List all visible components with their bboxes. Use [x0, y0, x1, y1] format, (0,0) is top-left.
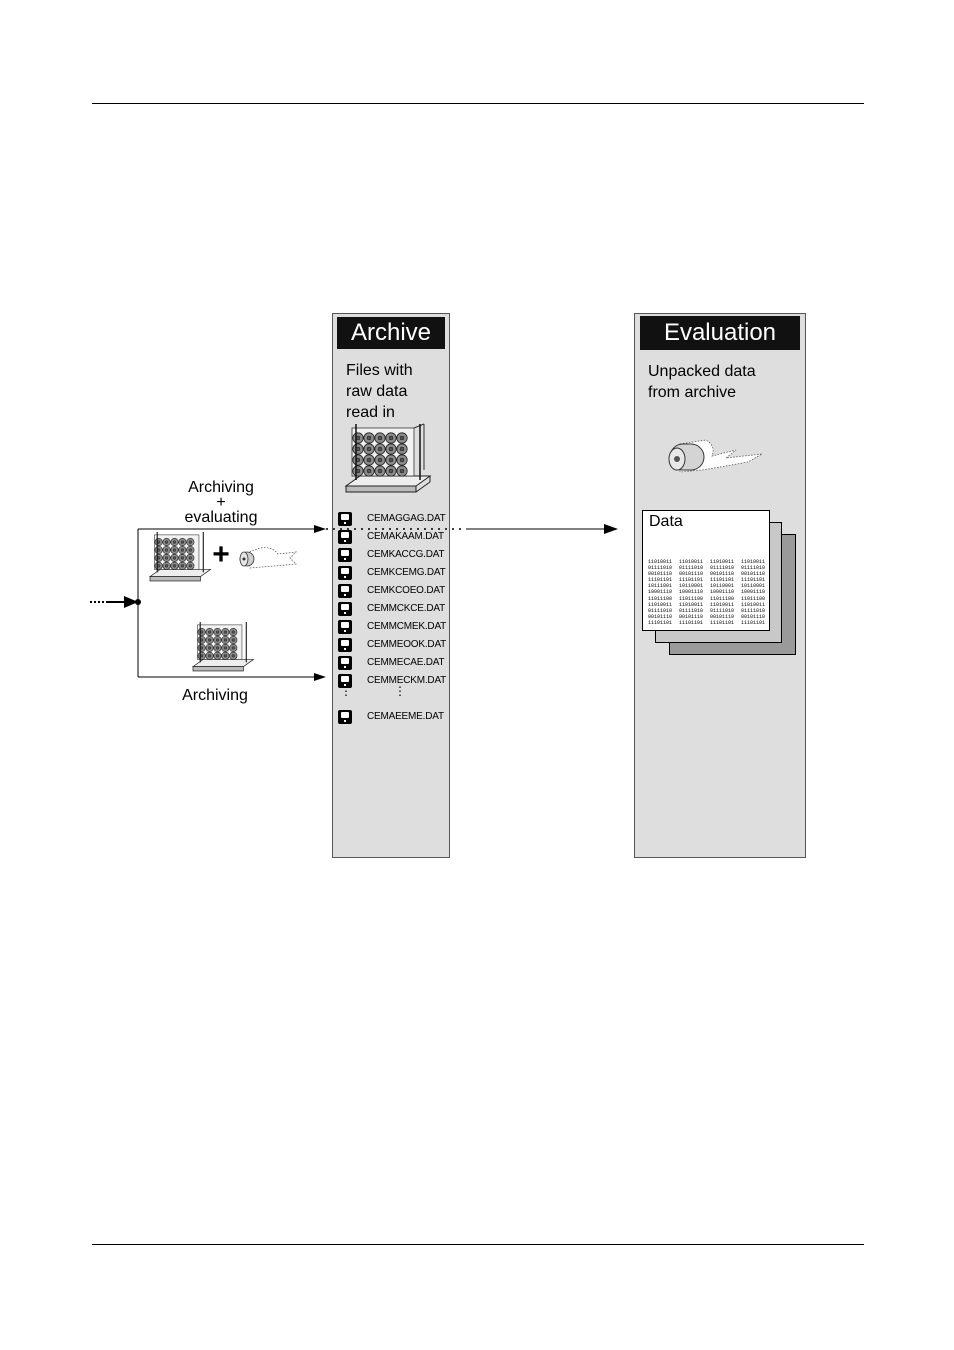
- binary-column: 11010011 01111010 00101110 11101101 1011…: [679, 559, 704, 626]
- file-name: CEMMECAE.DAT: [367, 657, 445, 668]
- evaluation-description: Unpacked data from archive: [648, 363, 756, 401]
- file-row: CEMMCMEK.DAT: [338, 619, 450, 635]
- large-pallet-icon: [344, 423, 432, 493]
- footer-rule: [92, 1244, 864, 1245]
- incoming-arrowhead: [124, 596, 138, 608]
- binary-column: 11010011 01111010 00101110 11101101 1011…: [648, 559, 673, 626]
- file-row: CEMMCKCE.DAT: [338, 601, 450, 617]
- small-pallet-top-icon: [148, 532, 212, 582]
- archiving-label: Archiving: [182, 687, 248, 704]
- file-row: CEMKCEMG.DAT: [338, 565, 450, 581]
- disk-icon: [338, 674, 352, 688]
- file-name-last: CEMAEEME.DAT: [367, 711, 444, 722]
- file-name: CEMMCMEK.DAT: [367, 621, 447, 632]
- disk-icon: [338, 602, 352, 616]
- binary-column: 11010011 01111010 00101110 11101101 1011…: [741, 559, 766, 626]
- file-name: CEMAGGAG.DAT: [367, 513, 446, 524]
- disk-icon: [338, 584, 352, 598]
- disk-icon: [338, 566, 352, 580]
- disk-icon: [338, 530, 352, 544]
- data-sheet-front: [642, 510, 770, 631]
- bottom-branch-arrowhead: [314, 673, 326, 681]
- archiving-evaluating-label-2: evaluating: [184, 509, 258, 526]
- file-row: CEMKCOEO.DAT: [338, 583, 450, 599]
- file-name: CEMKACCG.DAT: [367, 549, 445, 560]
- top-branch-arrowhead: [314, 525, 326, 533]
- evaluation-title: Evaluation: [640, 316, 800, 350]
- file-name: CEMKCEMG.DAT: [367, 567, 446, 578]
- header-rule: [92, 103, 864, 104]
- disk-icon: [338, 710, 352, 724]
- file-name: CEMAKAAM.DAT: [367, 531, 444, 542]
- file-name: CEMMEOOK.DAT: [367, 639, 447, 650]
- binary-column: 11010011 01111010 00101110 11101101 1011…: [710, 559, 735, 626]
- paper-roll-icon: [668, 439, 763, 473]
- file-name: CEMKCOEO.DAT: [367, 585, 445, 596]
- file-row-last: CEMAEEME.DAT: [338, 709, 450, 725]
- file-row: CEMKACCG.DAT: [338, 547, 450, 563]
- disk-icon: [338, 512, 352, 526]
- file-row: CEMMECKM.DAT: [338, 673, 450, 689]
- disk-icon: [338, 656, 352, 670]
- archive-description: Files with raw data read in: [346, 362, 413, 421]
- plus-sign: +: [212, 538, 230, 571]
- disk-icon: [338, 548, 352, 562]
- archiving-evaluating-plus: +: [216, 494, 226, 511]
- file-row: CEMMECAE.DAT: [338, 655, 450, 671]
- archiving-evaluating-label-1: Archiving: [188, 479, 254, 496]
- file-name: CEMMECKM.DAT: [367, 675, 447, 686]
- file-row: CEMMEOOK.DAT: [338, 637, 450, 653]
- disk-icon: [338, 620, 352, 634]
- data-sheet-title: Data: [649, 513, 683, 530]
- disk-icon: [338, 638, 352, 652]
- to-evaluation-arrowhead: [604, 524, 618, 534]
- archive-title: Archive: [337, 317, 445, 349]
- paper-roll-small-icon: [239, 547, 298, 569]
- file-row: CEMAKAAM.DAT: [338, 529, 450, 545]
- small-pallet-bottom-icon: [191, 622, 255, 672]
- file-row: CEMAGGAG.DAT: [338, 511, 450, 527]
- file-name: CEMMCKCE.DAT: [367, 603, 445, 614]
